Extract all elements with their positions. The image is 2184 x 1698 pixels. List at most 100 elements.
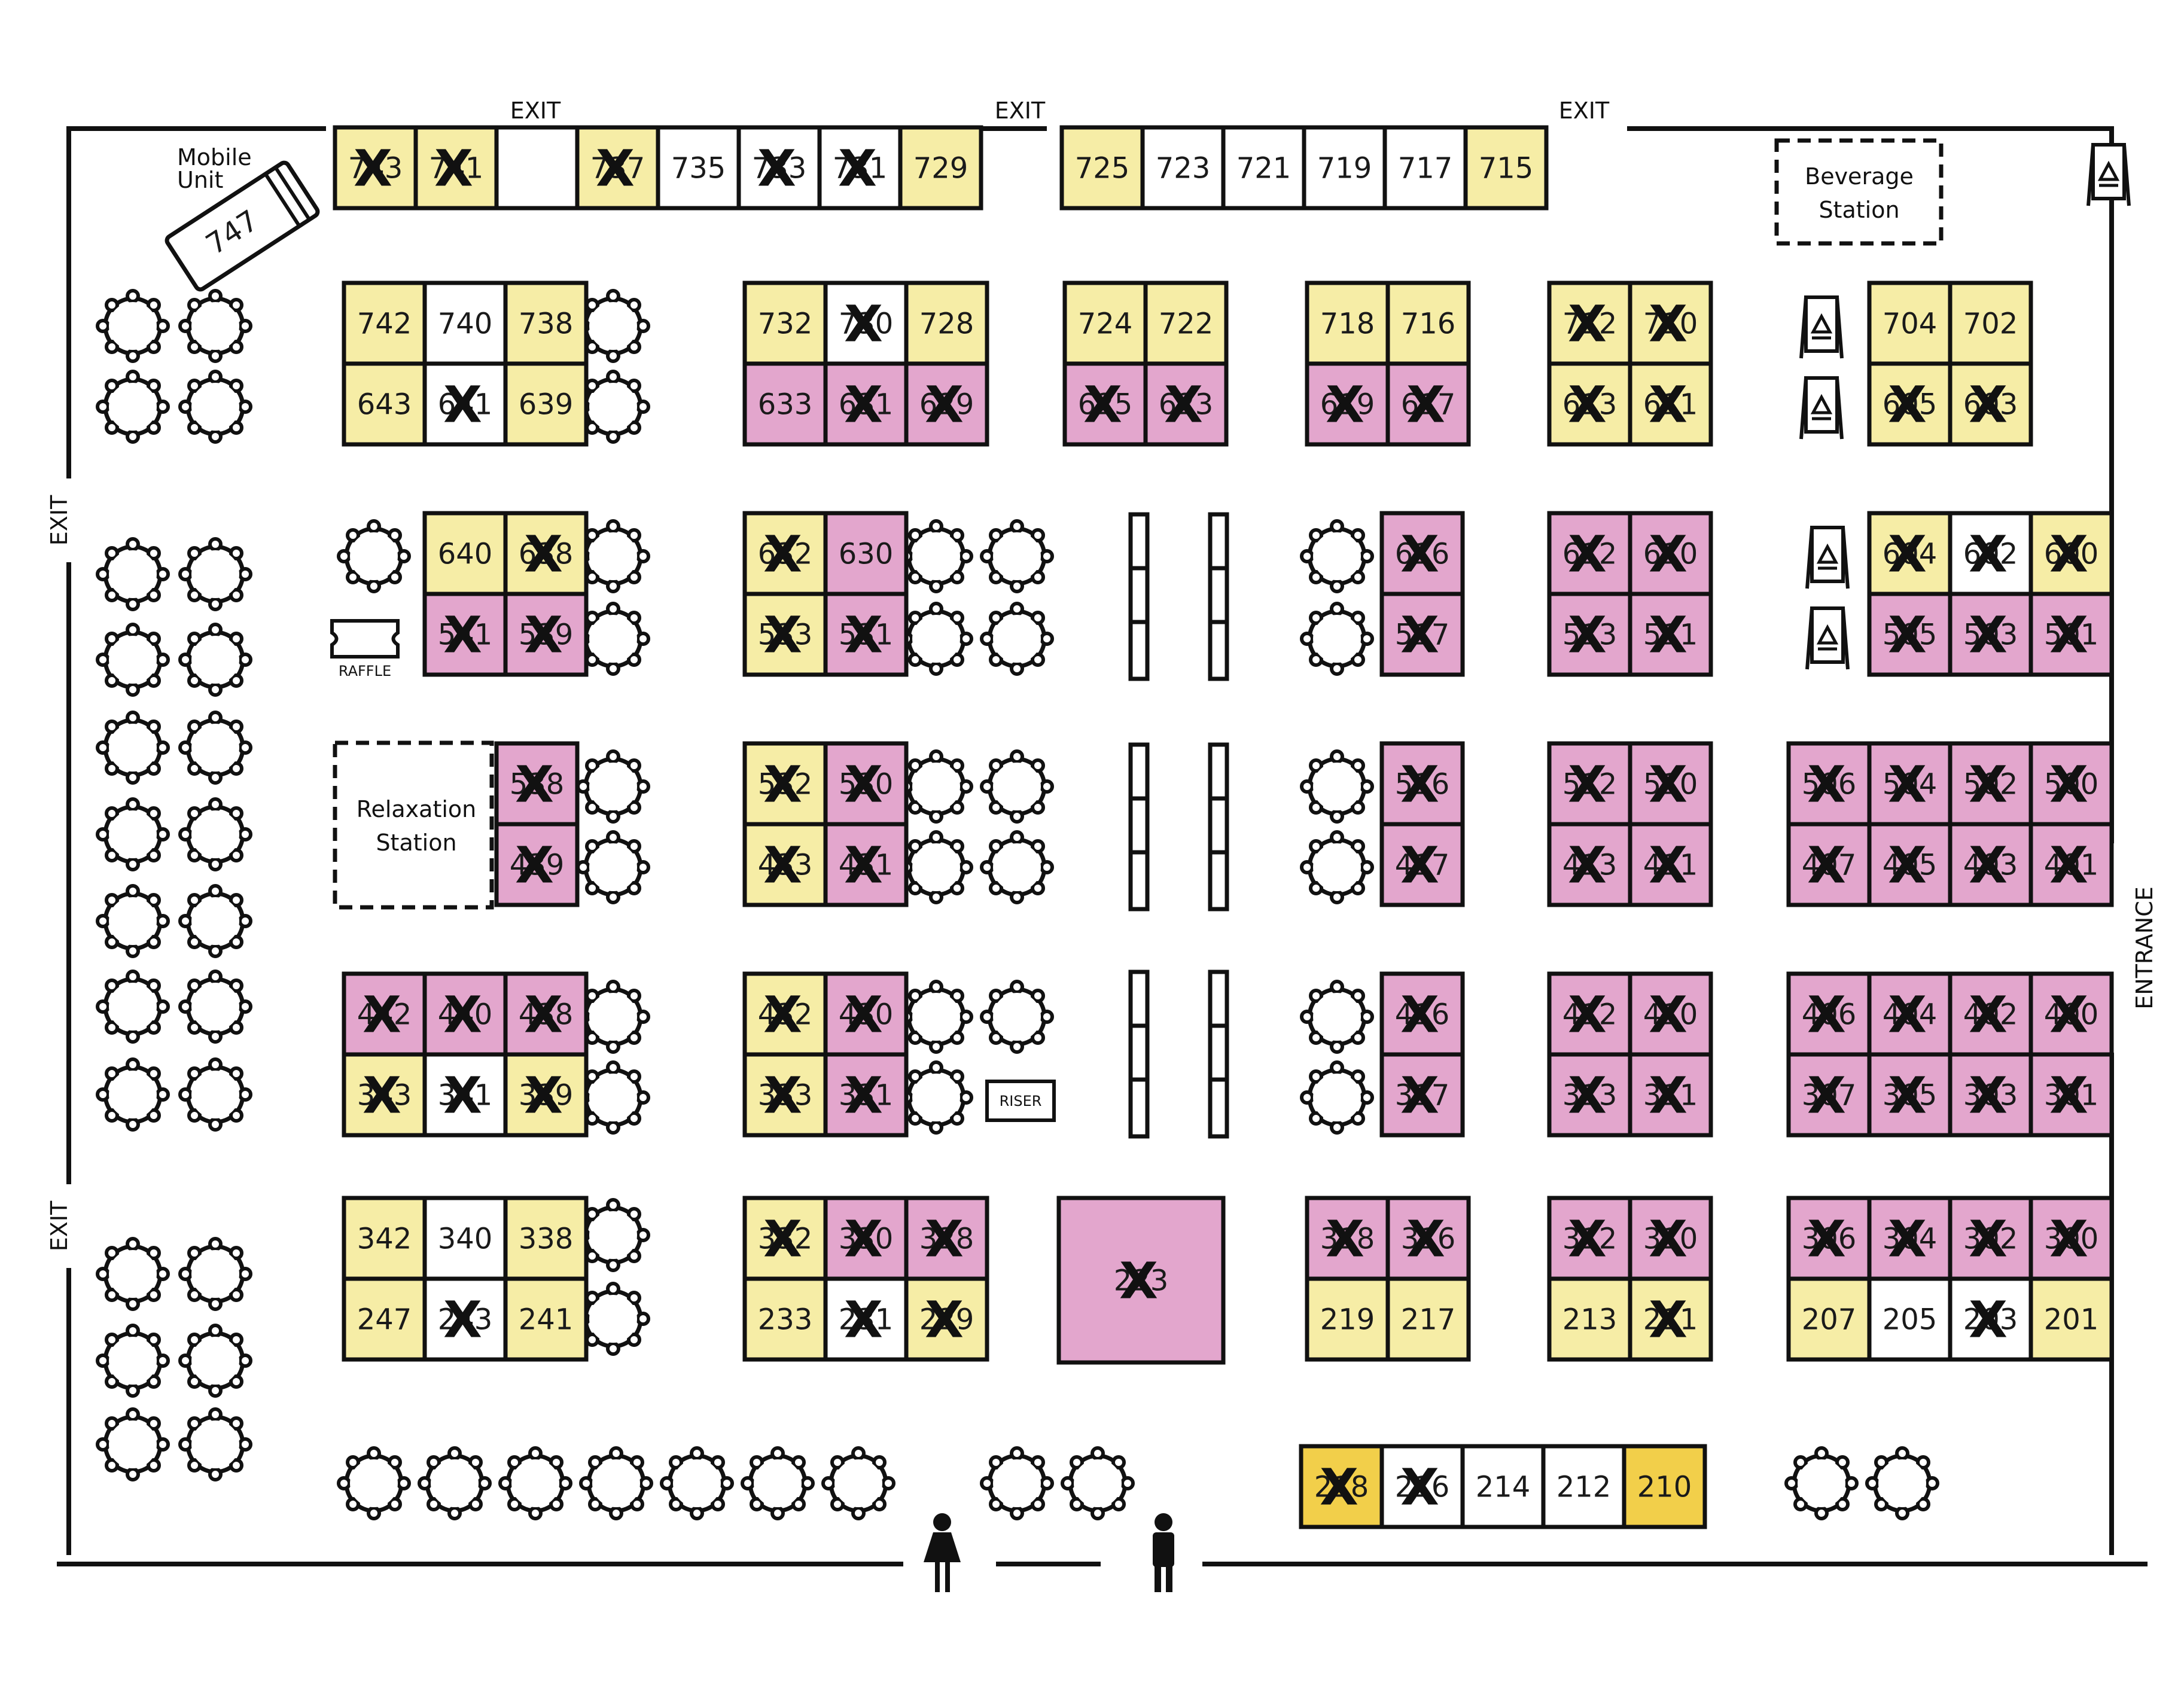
booth-738[interactable]: 738 (503, 281, 589, 366)
booth-630[interactable]: 630 (823, 511, 909, 596)
booth-212[interactable]: 212 (1541, 1444, 1626, 1529)
booth-205[interactable]: 205 (1867, 1276, 1952, 1362)
booth-735[interactable]: 735 (656, 125, 741, 211)
booth-210[interactable]: 210 (1622, 1444, 1707, 1529)
booth-633[interactable]: 633 (742, 361, 828, 447)
relaxation-station[interactable] (333, 740, 494, 910)
booth-719[interactable]: 719 (1302, 125, 1387, 211)
booth-729[interactable]: 729 (898, 125, 983, 211)
booth-219[interactable]: 219 (1305, 1276, 1390, 1362)
booth-721[interactable]: 721 (1221, 125, 1306, 211)
booth-640[interactable]: 640 (422, 511, 508, 596)
booth-702[interactable]: 702 (1948, 281, 2033, 366)
booth-742[interactable]: 742 (342, 281, 427, 366)
booth-716[interactable]: 716 (1385, 281, 1471, 366)
booth-723[interactable]: 723 (1140, 125, 1226, 211)
beverage-station[interactable] (1774, 138, 1944, 246)
booth-724[interactable]: 724 (1062, 281, 1148, 366)
booth-201[interactable]: 201 (2028, 1276, 2114, 1362)
mobile-unit-747[interactable]: 747 (165, 160, 320, 292)
booth-213[interactable]: 213 (1547, 1276, 1632, 1362)
booth-241[interactable]: 241 (503, 1276, 589, 1362)
booth-blank[interactable] (494, 125, 580, 211)
booth-722[interactable]: 722 (1143, 281, 1229, 366)
booth-233[interactable]: 233 (742, 1276, 828, 1362)
booth-715[interactable]: 715 (1463, 125, 1549, 211)
booth-704[interactable]: 704 (1867, 281, 1952, 366)
booth-247[interactable]: 247 (342, 1276, 427, 1362)
booth-717[interactable]: 717 (1382, 125, 1468, 211)
